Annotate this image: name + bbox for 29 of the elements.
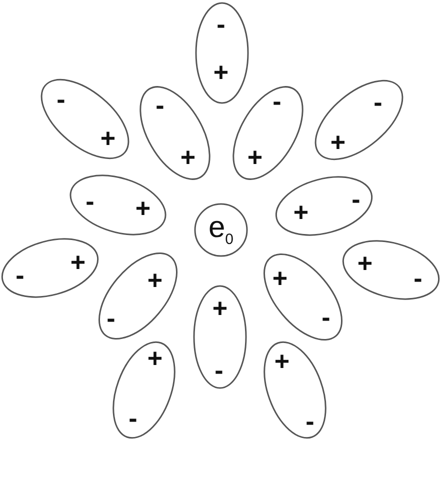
charge-sign: - xyxy=(272,88,282,114)
charge-sign: + xyxy=(147,267,163,293)
charge-sign: - xyxy=(106,305,116,331)
charge-sign: + xyxy=(212,295,228,321)
charge-sign: + xyxy=(147,345,163,371)
charge-sign: + xyxy=(100,125,116,151)
charge-sign: - xyxy=(156,92,164,118)
charge-sign: + xyxy=(293,199,309,225)
charge-sign: - xyxy=(216,11,226,37)
charge-label: e$_{0}$ xyxy=(208,213,234,247)
charge-sign: - xyxy=(16,262,24,288)
charge-sign: + xyxy=(272,265,288,291)
charge-sign: + xyxy=(274,348,290,374)
charge-sign: + xyxy=(357,250,373,276)
charge-sign: - xyxy=(374,89,382,115)
charge-sign: + xyxy=(247,144,263,170)
charge-sign: - xyxy=(128,405,138,431)
charge-sign: + xyxy=(135,195,151,221)
charge-sign: + xyxy=(213,59,229,85)
charge-sign: - xyxy=(352,186,360,212)
charge-sign: - xyxy=(322,304,330,330)
charge-sign: - xyxy=(56,86,66,112)
charge-sign: + xyxy=(70,249,86,275)
charge-sign: - xyxy=(414,265,422,291)
charge-sign: - xyxy=(86,188,94,214)
charge-sign: - xyxy=(306,408,314,434)
charge-sign: - xyxy=(214,357,224,383)
charge-sign: + xyxy=(330,129,346,155)
charge-sign: + xyxy=(180,144,196,170)
